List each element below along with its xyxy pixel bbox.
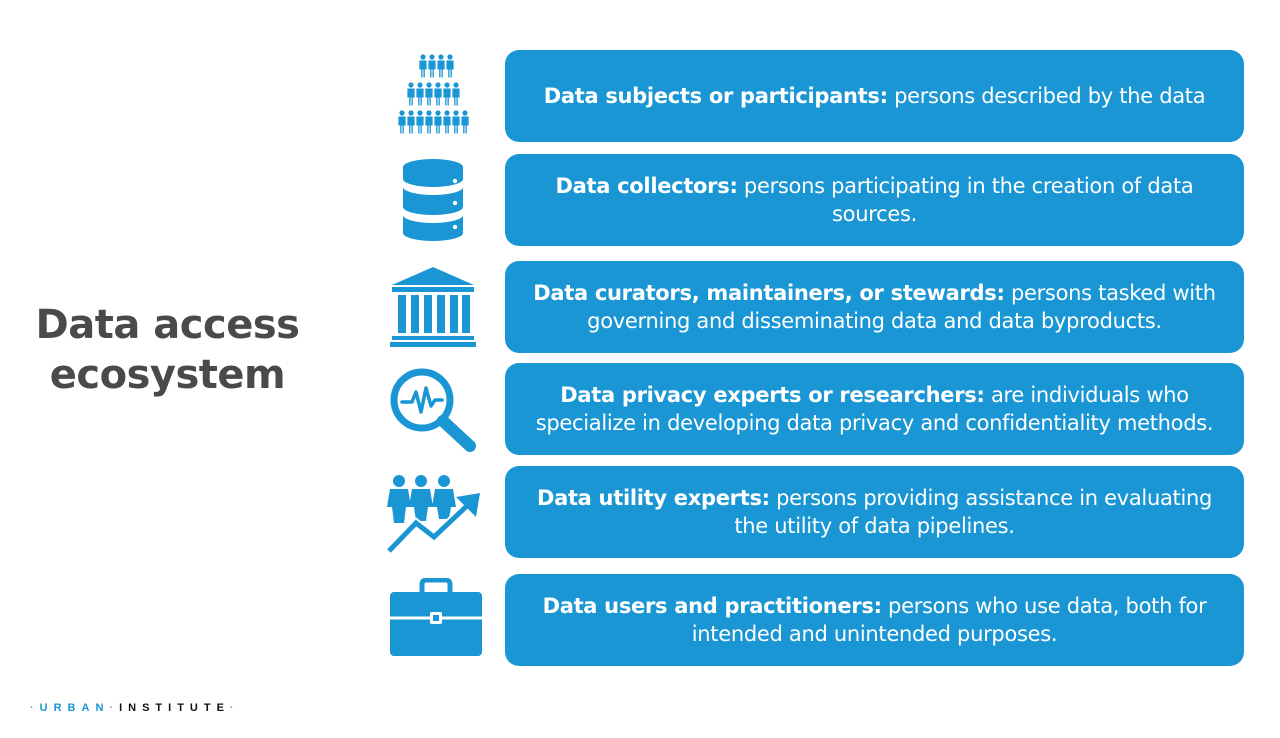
role-description: persons participating in the creation of… <box>737 174 1194 226</box>
role-box-data-users: Data users and practitioners: persons wh… <box>505 574 1244 666</box>
role-box-data-utility-experts: Data utility experts: persons providing … <box>505 466 1244 558</box>
urban-institute-logo: ·URBAN·INSTITUTE· <box>30 702 240 714</box>
slide-title-line-2: ecosystem <box>49 352 286 398</box>
institution-icon <box>390 265 476 347</box>
role-term: Data privacy experts or researchers: <box>560 383 985 407</box>
role-description: persons described by the data <box>887 84 1206 108</box>
briefcase-icon <box>390 578 482 656</box>
role-term: Data users and practitioners: <box>542 594 882 618</box>
role-text: Data collectors: persons participating i… <box>519 172 1230 228</box>
role-text: Data curators, maintainers, or stewards:… <box>519 279 1230 335</box>
role-term: Data collectors: <box>555 174 738 198</box>
role-box-data-collectors: Data collectors: persons participating i… <box>505 154 1244 246</box>
team-growth-icon <box>386 473 482 555</box>
slide-title-line-1: Data access <box>35 302 300 348</box>
role-box-data-privacy-experts: Data privacy experts or researchers: are… <box>505 363 1244 455</box>
role-text: Data users and practitioners: persons wh… <box>519 592 1230 648</box>
role-box-data-subjects: Data subjects or participants: persons d… <box>505 50 1244 142</box>
magnifier-analytics-icon <box>388 366 478 454</box>
database-icon <box>401 157 465 243</box>
role-description: are individuals who specialize in develo… <box>535 383 1214 435</box>
role-description: persons providing assistance in evaluati… <box>734 486 1213 538</box>
role-text: Data subjects or participants: persons d… <box>544 82 1206 110</box>
role-box-data-curators: Data curators, maintainers, or stewards:… <box>505 261 1244 353</box>
role-description: persons who use data, both for intended … <box>691 594 1207 646</box>
role-text: Data privacy experts or researchers: are… <box>519 381 1230 437</box>
slide-title: Data access ecosystem <box>20 300 315 400</box>
role-term: Data utility experts: <box>536 486 770 510</box>
role-term: Data curators, maintainers, or stewards: <box>533 281 1005 305</box>
role-text: Data utility experts: persons providing … <box>519 484 1230 540</box>
role-term: Data subjects or participants: <box>543 84 888 108</box>
role-description: persons tasked with governing and dissem… <box>587 281 1216 333</box>
crowd-icon <box>396 53 476 139</box>
